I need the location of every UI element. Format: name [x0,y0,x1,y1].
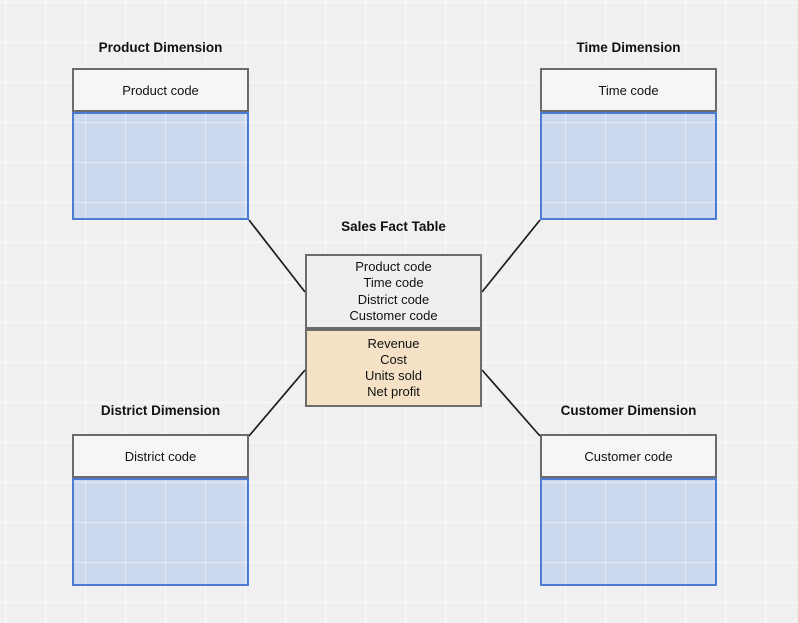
customer-dimension-header[interactable]: Customer code [540,434,717,478]
customer-dimension-field: Customer code [584,448,673,464]
fact-key: Product code [355,259,432,275]
fact-measure: Cost [380,351,407,367]
fact-key: Customer code [349,307,438,323]
fact-table-measures-section[interactable]: Revenue Cost Units sold Net profit [305,329,482,407]
time-dimension-title[interactable]: Time Dimension [576,40,681,55]
product-dimension-title[interactable]: Product Dimension [98,40,223,55]
district-dimension-header[interactable]: District code [72,434,249,478]
fact-key: District code [357,291,430,307]
fact-measure: Revenue [367,335,420,351]
district-dimension-field: District code [124,448,197,464]
connector-fact-to-customer[interactable] [481,369,541,437]
customer-dimension-title[interactable]: Customer Dimension [560,403,697,418]
time-dimension-body[interactable] [540,112,717,220]
time-dimension-table[interactable]: Time code [540,68,717,220]
time-dimension-header[interactable]: Time code [540,68,717,112]
sales-fact-table[interactable]: Product code Time code District code Cus… [305,254,482,407]
district-dimension-body[interactable] [72,478,249,586]
product-dimension-table[interactable]: Product code [72,68,249,220]
fact-table-keys-section[interactable]: Product code Time code District code Cus… [305,254,482,329]
customer-dimension-table[interactable]: Customer code [540,434,717,586]
product-dimension-header[interactable]: Product code [72,68,249,112]
fact-measure: Units sold [364,368,423,383]
district-dimension-title[interactable]: District Dimension [100,403,221,418]
connector-product-to-fact[interactable] [248,219,306,293]
fact-key: Time code [363,275,424,291]
connector-fact-to-district[interactable] [248,369,306,437]
product-dimension-field: Product code [122,82,199,98]
sales-fact-table-title[interactable]: Sales Fact Table [341,219,446,234]
district-dimension-table[interactable]: District code [72,434,249,586]
customer-dimension-body[interactable] [540,478,717,586]
product-dimension-body[interactable] [72,112,249,220]
connector-time-to-fact[interactable] [481,219,541,293]
time-dimension-field: Time code [598,82,659,98]
fact-measure: Net profit [367,384,420,400]
